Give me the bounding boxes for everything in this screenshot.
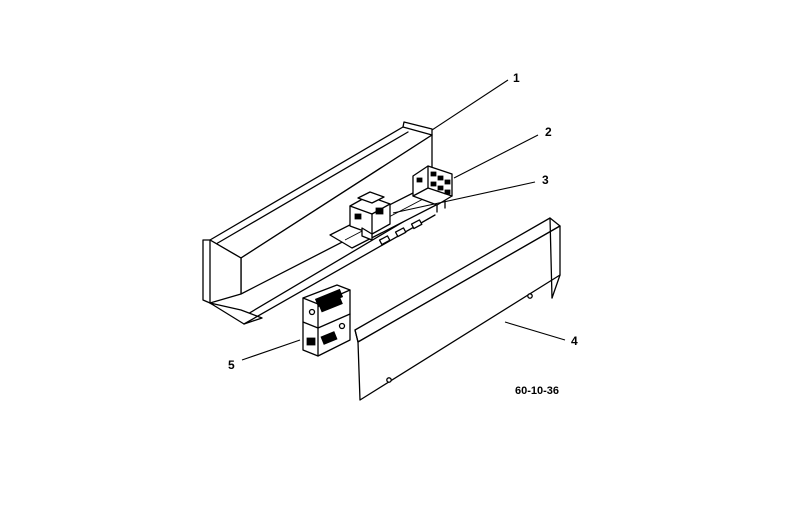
leader-line-4 [504, 321, 566, 341]
part-5-control-module[interactable] [302, 284, 351, 357]
leader-line-5 [241, 339, 301, 361]
leader-line-1 [431, 79, 509, 131]
part-3-transformer[interactable] [349, 191, 391, 241]
callout-4: 4 [571, 334, 578, 348]
leader-line-2 [453, 134, 539, 179]
leader-line-3 [392, 181, 536, 214]
callout-5: 5 [228, 358, 235, 372]
part-2-relay[interactable] [412, 165, 453, 213]
callout-3: 3 [542, 173, 549, 187]
callout-1: 1 [513, 71, 520, 85]
drawing-code: 60-10-36 [515, 385, 559, 397]
callout-2: 2 [545, 125, 552, 139]
part-4-cover-panel[interactable] [354, 217, 561, 401]
